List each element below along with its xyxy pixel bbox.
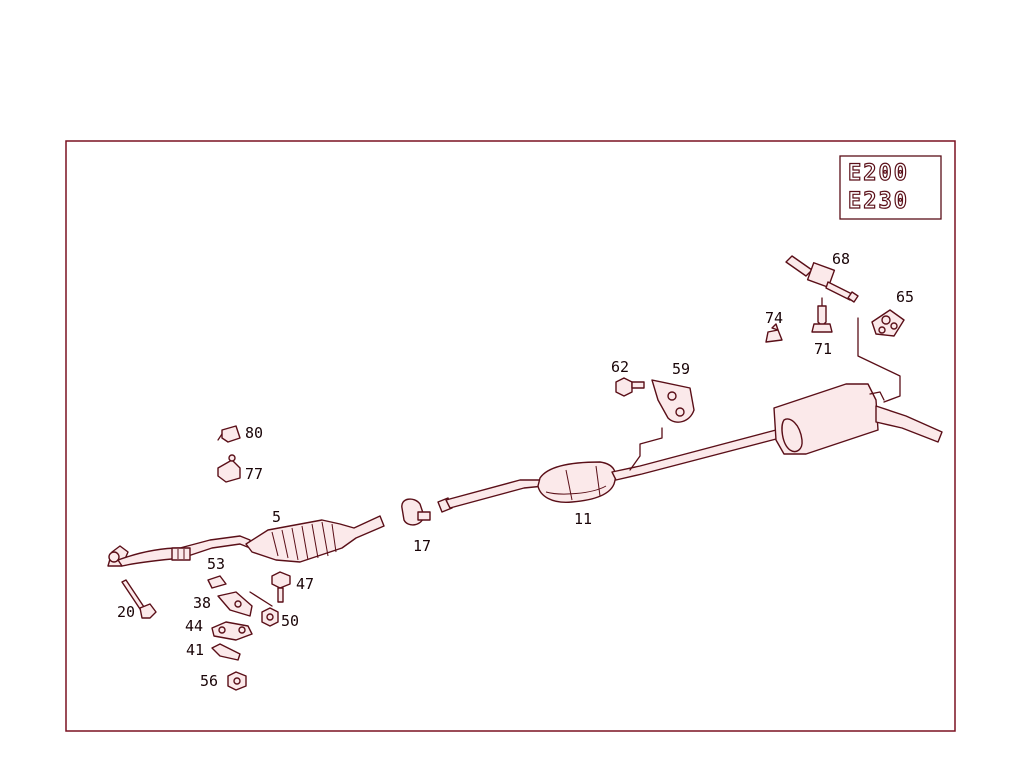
callout-50: 50 <box>281 612 299 630</box>
clip-nut-74 <box>765 323 783 343</box>
catalytic-converter <box>245 515 385 563</box>
bolt-20 <box>121 579 157 619</box>
callout-20: 20 <box>117 603 135 621</box>
callout-68: 68 <box>832 250 850 268</box>
diagram-frame <box>65 140 956 732</box>
bolt-62 <box>615 377 645 397</box>
rubber-mount-65 <box>871 309 905 337</box>
callout-5: 5 <box>272 508 281 526</box>
screw-71 <box>811 297 833 333</box>
callout-65: 65 <box>896 288 914 306</box>
callout-41: 41 <box>186 641 204 659</box>
callout-59: 59 <box>672 360 690 378</box>
callout-62: 62 <box>611 358 629 376</box>
intermediate-pipe <box>445 479 545 509</box>
badge-e230: E230 <box>848 189 909 214</box>
rubber-hanger-59 <box>651 379 695 423</box>
bolt-47 <box>271 571 291 603</box>
rear-connecting-pipe <box>611 427 781 481</box>
holder-77 <box>217 454 241 483</box>
hanger-bracket-68 <box>785 255 859 303</box>
front-exhaust-pipe <box>107 535 251 567</box>
bracket-53 <box>207 575 227 589</box>
callout-74: 74 <box>765 309 783 327</box>
bracket-44 <box>211 621 253 641</box>
model-badge-box: E200 E230 <box>839 155 942 220</box>
nut-50 <box>249 591 279 627</box>
callout-53: 53 <box>207 555 225 573</box>
callout-80: 80 <box>245 424 263 442</box>
nut-56 <box>227 671 247 691</box>
callout-56: 56 <box>200 672 218 690</box>
rear-muffler <box>773 317 943 455</box>
bracket-41 <box>211 643 241 661</box>
callout-44: 44 <box>185 617 203 635</box>
callout-11: 11 <box>574 510 592 528</box>
badge-e200: E200 <box>848 161 909 186</box>
callout-71: 71 <box>814 340 832 358</box>
callout-17: 17 <box>413 537 431 555</box>
clip-80 <box>217 425 241 443</box>
center-muffler <box>537 461 617 503</box>
callout-47: 47 <box>296 575 314 593</box>
callout-77: 77 <box>245 465 263 483</box>
bracket-38 <box>217 591 253 617</box>
pipe-clamp <box>401 497 453 526</box>
callout-38: 38 <box>193 594 211 612</box>
